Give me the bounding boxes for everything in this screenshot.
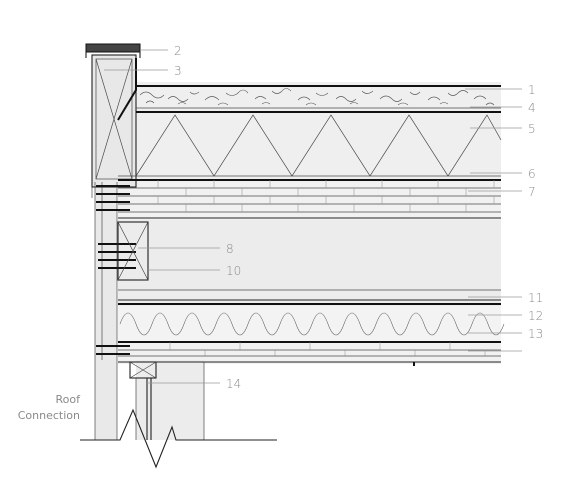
deck-planks [118,180,501,219]
callout-2: 2 [174,44,182,58]
beam-block [117,221,149,281]
insulation-zigzag [118,114,502,181]
callout-5: 5 [528,122,536,136]
caption: Roof Connection [18,393,81,422]
callout-14: 14 [226,377,241,391]
callout-1: 1 [528,83,536,97]
ceiling-boards [118,342,501,366]
caption-line-2: Connection [18,409,80,422]
callout-7: 7 [528,185,536,199]
wall-stack [94,182,136,440]
lower-wall [80,361,277,469]
leader-lines [104,49,522,384]
callout-10: 10 [226,264,241,278]
callout-3: 3 [174,64,182,78]
caption-line-1: Roof [56,393,82,406]
soffit [118,289,501,305]
batt-insulation [118,312,505,343]
callout-8: 8 [226,242,234,256]
callout-4: 4 [528,101,536,115]
callout-11: 11 [528,291,543,305]
callouts: 2 3 1 4 5 6 7 8 10 11 12 13 14 [174,44,543,391]
gravel-layer [136,85,501,113]
callout-13: 13 [528,327,543,341]
callout-12: 12 [528,309,543,323]
callout-6: 6 [528,167,536,181]
